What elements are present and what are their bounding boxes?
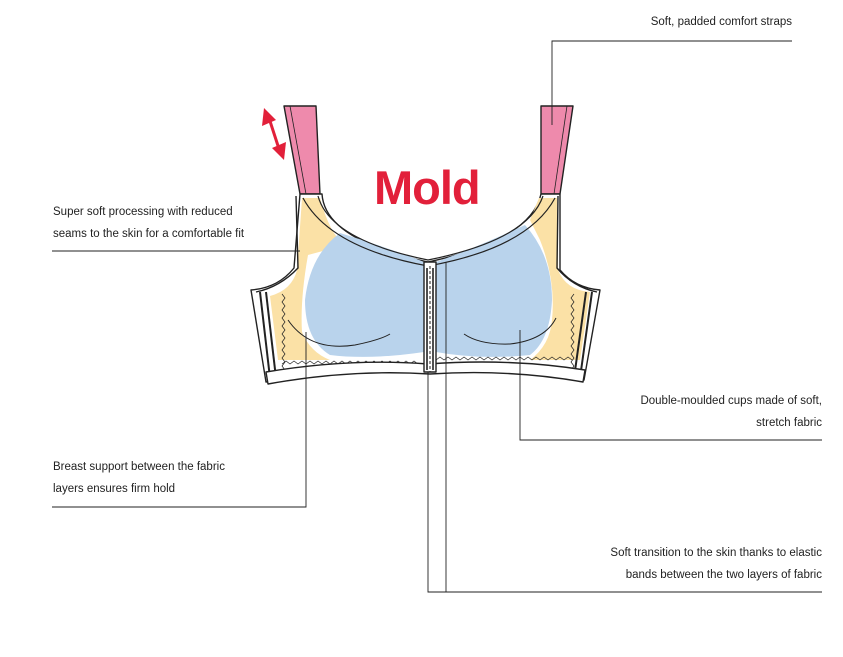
callout-seams: Super soft processing with reduced seams… <box>53 201 244 245</box>
leader-lines <box>52 40 822 593</box>
callout-cups-line2: stretch fabric <box>756 417 822 429</box>
mold-badge: Mold <box>374 161 481 214</box>
left-strap <box>283 105 321 195</box>
left-cup <box>305 233 424 357</box>
leader-straps <box>551 40 792 125</box>
right-cup <box>436 225 552 357</box>
callout-transition-line1: Soft transition to the skin thanks to el… <box>610 547 822 559</box>
callout-transition-line2: bands between the two layers of fabric <box>625 569 822 581</box>
right-side-panel <box>530 198 590 360</box>
left-side-panel <box>270 198 345 360</box>
callout-support: Breast support between the fabric layers… <box>53 456 225 500</box>
callout-support-line2: layers ensures firm hold <box>53 483 176 495</box>
right-side-stripes <box>573 291 593 379</box>
callout-straps: Soft, padded comfort straps <box>651 11 792 33</box>
callout-cups: Double-moulded cups made of soft, stretc… <box>640 390 822 434</box>
callout-seams-line2: seams to the skin for a comfortable fit <box>53 228 245 240</box>
callout-transition: Soft transition to the skin thanks to el… <box>610 542 822 586</box>
right-strap <box>540 105 574 195</box>
leader-cups <box>519 330 822 441</box>
callout-straps-text: Soft, padded comfort straps <box>650 16 792 28</box>
bra-illustration <box>250 105 601 385</box>
bottom-band <box>265 361 586 385</box>
leader-transition-a <box>427 372 822 593</box>
left-side-stripes <box>259 291 277 379</box>
callout-support-line1: Breast support between the fabric <box>53 461 225 473</box>
callout-seams-line1: Super soft processing with reduced <box>53 206 233 218</box>
callout-cups-line1: Double-moulded cups made of soft, <box>640 395 822 407</box>
adjust-arrow-icon <box>262 108 286 160</box>
leader-support <box>52 332 307 508</box>
